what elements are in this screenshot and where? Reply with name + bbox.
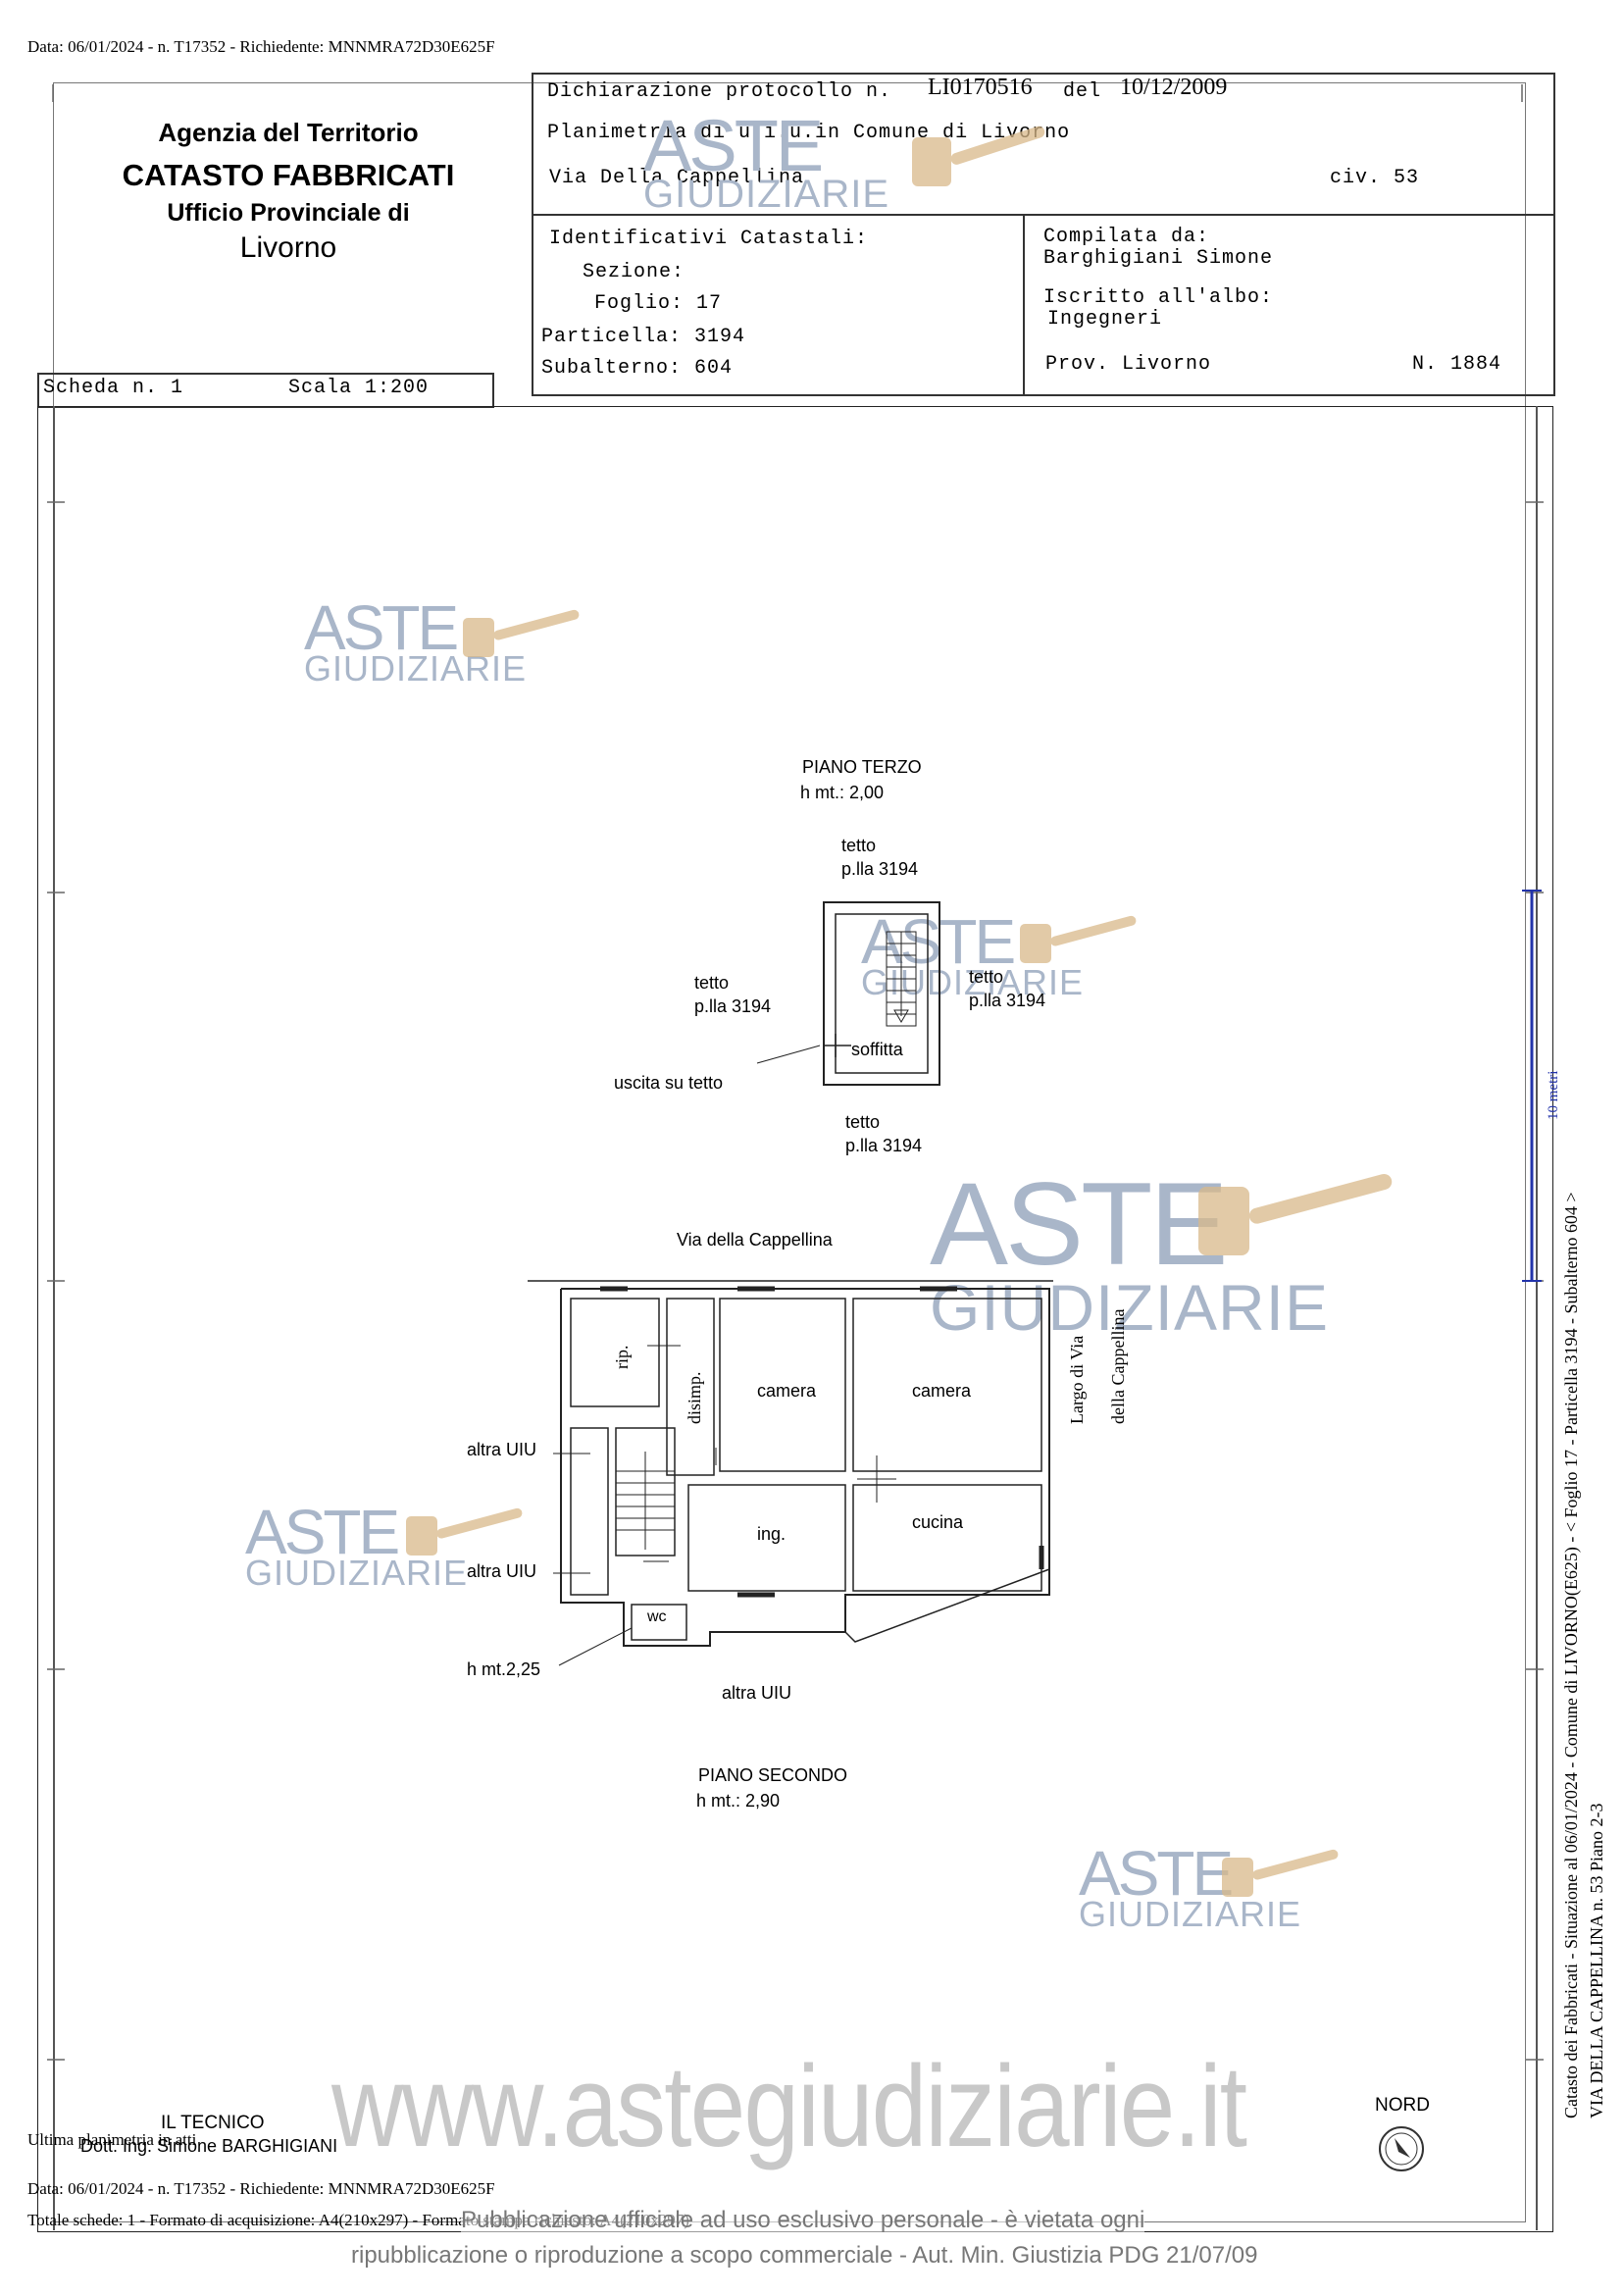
foglio-label: Foglio: 17 [594, 292, 723, 315]
compilata-label: Compilata da: [1043, 226, 1210, 248]
piano-secondo-title: PIANO SECONDO [698, 1765, 848, 1785]
pub-line-2: ripubblicazione o riproduzione a scopo c… [351, 2242, 1258, 2269]
watermark-4: ASTE GIUDIZIARIE [245, 1501, 468, 1591]
terzo-pl-top: p.lla 3194 [841, 859, 919, 879]
watermark-aste: ASTE [1079, 1838, 1234, 1909]
watermark-giudiziarie: GIUDIZIARIE [1079, 1894, 1302, 1934]
subalterno-label: Subalterno: 604 [541, 357, 734, 380]
scale-label: Scala 1:200 [288, 377, 430, 399]
declaration-box [532, 73, 1555, 396]
watermark-aste: ASTE [643, 105, 824, 186]
watermark-giudiziarie: GIUDIZIARIE [930, 1271, 1330, 1344]
agency-block: Agenzia del Territorio CATASTO FABBRICAT… [53, 118, 524, 265]
terzo-pl-right: p.lla 3194 [969, 991, 1046, 1010]
room-soffitta: soffitta [851, 1040, 903, 1059]
side-address-line: VIA DELLA CAPPELLINA n. 53 Piano 2-3 [1587, 1803, 1606, 2119]
side-catasto-line: Catasto dei Fabbricati - Situazione al 0… [1561, 1192, 1581, 2118]
piano-terzo-title: PIANO TERZO [802, 757, 922, 777]
ultima-planimetria: Ultima planimetria in atti [27, 2130, 197, 2149]
scheda-label: Scheda n. 1 [43, 377, 184, 399]
gavel-icon [463, 609, 580, 657]
street-line: Via Della Cappellina [549, 167, 805, 189]
city-name: Livorno [239, 231, 337, 264]
watermark-header: ASTE GIUDIZIARIE [643, 105, 890, 216]
street-label: Via della Cappellina [677, 1230, 833, 1250]
watermark-5: ASTE GIUDIZIARIE [1079, 1842, 1301, 1932]
header-vdivider [1023, 214, 1025, 394]
inner-left-line [53, 406, 55, 2230]
terzo-uscita: uscita su tetto [614, 1073, 724, 1093]
terzo-tetto-top: tetto [841, 836, 877, 855]
civ-line: civ. 53 [1330, 167, 1420, 189]
header-divider [532, 214, 1553, 216]
inner-right-line [1536, 406, 1538, 2230]
albo-value: Ingegneri [1047, 308, 1163, 331]
declaration-prefix: Dichiarazione protocollo n. [547, 80, 892, 103]
terzo-pl-bottom: p.lla 3194 [845, 1136, 923, 1155]
terzo-tetto-left: tetto [694, 973, 730, 993]
watermark-giudiziarie: GIUDIZIARIE [245, 1553, 469, 1593]
gavel-icon [1222, 1849, 1339, 1897]
watermark-aste: ASTE [930, 1158, 1228, 1290]
altra-uiu-3: altra UIU [722, 1683, 792, 1703]
catasto-title: CATASTO FABBRICATI [122, 158, 455, 192]
room-cucina: cucina [912, 1512, 964, 1532]
prov-label: Prov. Livorno [1045, 353, 1212, 376]
wc-height: h mt.2,25 [467, 1659, 541, 1679]
particella-label: Particella: 3194 [541, 326, 746, 348]
ufficio-label: Ufficio Provinciale di [167, 199, 410, 227]
room-camera-1: camera [757, 1381, 817, 1401]
piano-secondo-height: h mt.: 2,90 [696, 1791, 781, 1811]
altra-uiu-2: altra UIU [467, 1561, 537, 1581]
terzo-pl-left: p.lla 3194 [694, 996, 772, 1016]
top-date-line: Data: 06/01/2024 - n. T17352 - Richieden… [27, 37, 495, 56]
watermark-giudiziarie: GIUDIZIARIE [643, 173, 890, 216]
north-arrow-icon [1379, 2126, 1424, 2171]
compilatore-name: Barghigiani Simone [1043, 247, 1274, 270]
watermark-aste: ASTE [245, 1497, 400, 1567]
gavel-icon [1020, 915, 1137, 963]
identificativi-label: Identificativi Catastali: [549, 228, 869, 250]
tecnico-name: Dott. Ing. Simone BARGHIGIANI [80, 2136, 338, 2156]
agency-name: Agenzia del Territorio [158, 118, 419, 147]
planimetria-line: Planimetria di u.i.u.in Comune di Livorn… [547, 122, 1071, 144]
room-camera-2: camera [912, 1381, 972, 1401]
watermark-aste: ASTE [304, 592, 459, 663]
watermark-3: ASTE GIUDIZIARIE [930, 1165, 1329, 1340]
footer-date-line: Data: 06/01/2024 - n. T17352 - Richieden… [27, 2179, 495, 2198]
albo-number: N. 1884 [1412, 353, 1502, 376]
gavel-icon [406, 1507, 523, 1556]
piano-terzo-height: h mt.: 2,00 [800, 783, 885, 802]
watermark-url: www.astegiudiziarie.it [331, 2042, 1247, 2171]
declaration-date: 10/12/2009 [1120, 75, 1228, 100]
altra-uiu-1: altra UIU [467, 1440, 537, 1459]
watermark-giudiziarie: GIUDIZIARIE [861, 962, 1085, 1002]
sezione-label: Sezione: [583, 261, 685, 283]
room-ing: ing. [757, 1524, 787, 1544]
protocol-number: LI0170516 [928, 75, 1033, 100]
scheda-box [37, 373, 494, 408]
iscritto-label: Iscritto all'albo: [1043, 286, 1274, 309]
date-prefix: del [1063, 80, 1102, 103]
terzo-tetto-right: tetto [969, 967, 1004, 987]
room-wc: wc [647, 1608, 667, 1625]
terzo-tetto-bottom: tetto [845, 1112, 881, 1132]
north-label: NORD [1375, 2095, 1430, 2116]
pub-line-1: Pubblicazione ufficiale ad uso esclusivo… [461, 2207, 1145, 2234]
gavel-icon [1198, 1173, 1393, 1255]
gavel-icon [912, 126, 1045, 186]
tecnico-label: IL TECNICO [161, 2113, 265, 2133]
